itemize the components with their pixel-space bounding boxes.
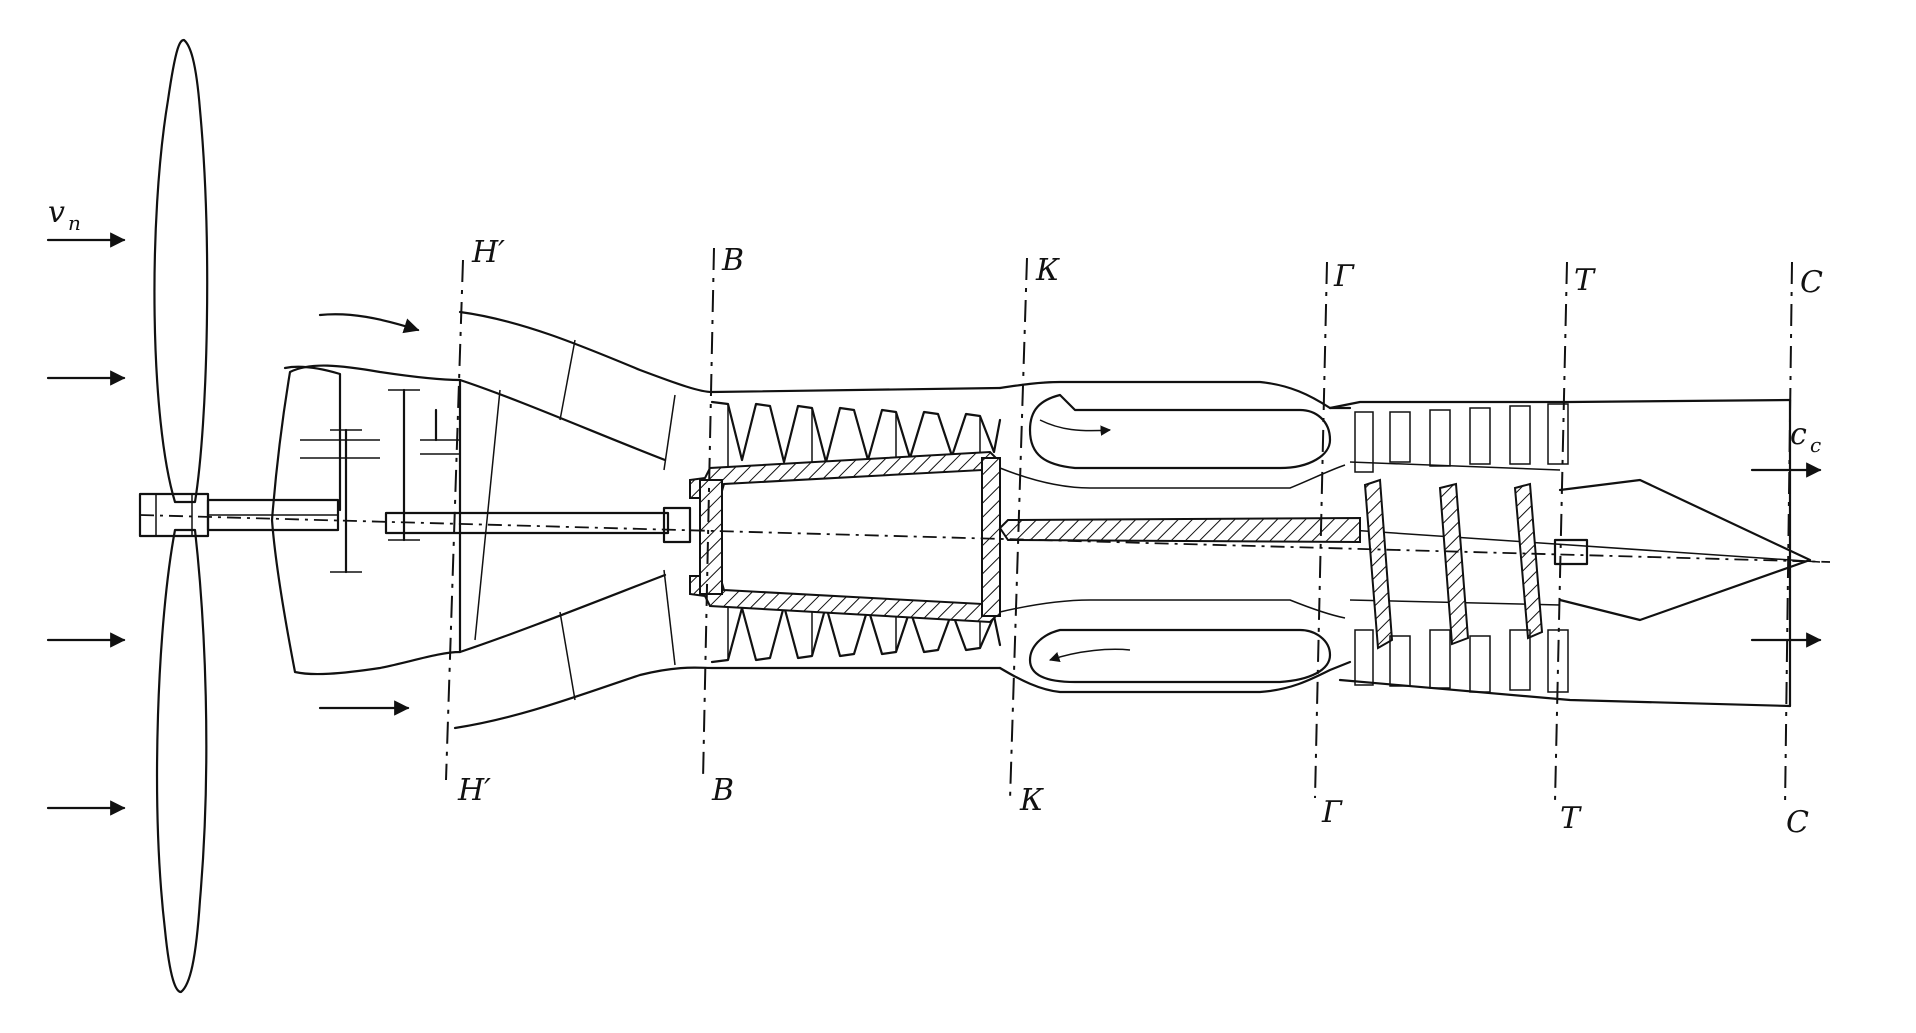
label-section-s-top: С bbox=[1800, 265, 1823, 300]
section-line-g bbox=[1314, 261, 1328, 799]
section-line-s bbox=[1784, 261, 1793, 809]
label-exhaust-speed: c bbox=[1790, 417, 1807, 452]
section-line-v bbox=[702, 247, 715, 781]
turbine-casing bbox=[1328, 398, 1792, 410]
label-section-t-bottom: Т bbox=[1560, 801, 1582, 836]
propeller-blade-lower bbox=[155, 528, 208, 994]
outer-casing-upper bbox=[458, 310, 1002, 394]
label-section-g-top: Г bbox=[1333, 259, 1355, 294]
compressor-shaft bbox=[384, 511, 670, 535]
gearbox bbox=[206, 365, 692, 574]
section-line-k bbox=[1009, 257, 1028, 801]
engine-axis bbox=[139, 514, 1831, 563]
bearing bbox=[662, 506, 692, 544]
labels: v п c c Н′ Н′ В В К К Г Г Т Т С С bbox=[48, 195, 1823, 840]
turbine-blades bbox=[1354, 403, 1569, 693]
section-line-h bbox=[445, 259, 464, 781]
gearbox-housing bbox=[270, 364, 462, 676]
label-flight-speed-sub: п bbox=[68, 211, 81, 235]
compressor-blades-upper bbox=[710, 400, 1002, 470]
label-section-g-bottom: Г bbox=[1321, 795, 1343, 830]
turbine-disks bbox=[1363, 478, 1589, 650]
label-section-k-top: К bbox=[1035, 253, 1060, 288]
label-section-h-bottom: Н′ bbox=[457, 773, 491, 808]
combustion-chamber-lower bbox=[998, 660, 1352, 694]
combustion-chamber-upper bbox=[998, 380, 1352, 410]
label-section-h-top: Н′ bbox=[471, 235, 505, 270]
exhaust-cone bbox=[1558, 478, 1812, 622]
compressor-rotor-drum bbox=[689, 450, 1001, 499]
inlet-flow-arrow-upper bbox=[318, 313, 420, 334]
label-section-s-bottom: С bbox=[1786, 805, 1809, 840]
section-lines bbox=[445, 247, 1793, 809]
section-line-t bbox=[1554, 261, 1568, 803]
propeller-blade-upper bbox=[153, 38, 209, 504]
label-section-k-bottom: К bbox=[1019, 783, 1044, 818]
label-section-v-bottom: В bbox=[711, 773, 734, 808]
label-flight-speed: v bbox=[48, 195, 65, 230]
label-exhaust-speed-sub: c bbox=[1810, 433, 1821, 457]
label-section-v-top: В bbox=[721, 243, 744, 278]
label-section-t-top: Т bbox=[1574, 263, 1596, 298]
outer-casing-lower bbox=[453, 666, 1002, 730]
inflow-arrows bbox=[46, 232, 420, 816]
